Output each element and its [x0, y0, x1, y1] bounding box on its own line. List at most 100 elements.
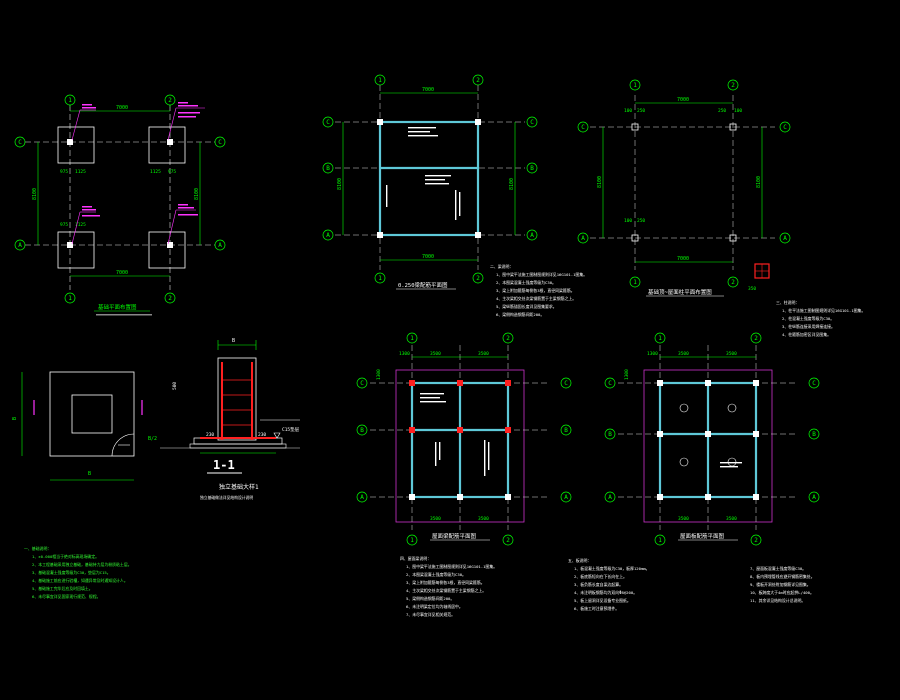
notes-column-line: 2、柱混凝土强度等级为C30。	[782, 316, 834, 321]
dim-975-a: 975	[60, 169, 68, 175]
section-dim-bc: B	[232, 338, 235, 344]
roof-slab-plan-title: 屋面板配筋平面图	[680, 532, 725, 540]
roof-beam-axis-B-left: B	[360, 427, 364, 434]
col-axis-A-right: A	[783, 235, 787, 242]
beam-axis-C-right: C	[530, 119, 534, 126]
foundation-plan-title: 基础平面布置图	[98, 303, 137, 311]
dim-1125-a: 1125	[75, 169, 86, 175]
notes-beam-line: 1、图中梁平法施工图制图规则详见16G101-1图集。	[496, 272, 587, 277]
roof-beam-axis-2-bottom: 2	[506, 537, 510, 544]
notes-column-line: 4、柱箍筋加密区详见图集。	[782, 332, 831, 337]
col-dim-100-b: 100	[734, 108, 742, 114]
roof-beam-dim-3500-bottom-b: 3500	[478, 516, 489, 522]
beam-dim-right: 8100	[509, 178, 515, 190]
notes-roof-beam-line: 6、未注明梁定位均为轴线居中。	[406, 604, 463, 609]
notes-roof-beam-line: 1、图中梁平法施工图制图规则详见16G101-1图集。	[406, 564, 497, 569]
foundation-detail-title: 独立基础大样1	[219, 483, 259, 491]
roof-beam-dim-1300-left: 1300	[376, 369, 382, 380]
notes-slab-line: 5、板上留洞详见设备专业图纸。	[574, 598, 631, 603]
beam-plan-title: 0.250梁配筋平面图	[398, 281, 448, 289]
notes-roof-beam-line: 4、主次梁相交处次梁钢筋置于主梁钢筋之上。	[406, 588, 486, 593]
beam-axis-2-top: 2	[476, 77, 480, 84]
notes-slab-line: 3、板负筋长度自梁边起算。	[574, 582, 623, 587]
roof-slab-axis-1-bottom: 1	[658, 537, 662, 544]
col-dim-250-c: 250	[637, 218, 645, 224]
beam-axis-1-bottom: 1	[378, 275, 382, 282]
beam-axis-C-left: C	[326, 119, 330, 126]
column-dim-left: 8100	[597, 176, 603, 188]
col-dim-100-c: 100	[624, 218, 632, 224]
column-dim-bottom: 7000	[677, 256, 689, 262]
beam-axis-B-left: B	[326, 165, 330, 172]
column-dim-top: 7000	[677, 97, 689, 103]
notes-slab-heading: 五、板说明：	[568, 558, 591, 563]
roof-slab-dim-3500-top-a: 3500	[678, 351, 689, 357]
beam-axis-A-left: A	[326, 232, 330, 239]
notes-general-line: 3、基础混凝土强度等级为C30，垫层为C15。	[32, 570, 111, 575]
beam-dim-top: 7000	[422, 87, 434, 93]
roof-beam-dim-3500-top-b: 3500	[478, 351, 489, 357]
dim-975-b: 975	[168, 169, 176, 175]
dim-left-8100: 8100	[32, 188, 38, 200]
roof-slab-dim-3500-bottom-b: 3500	[726, 516, 737, 522]
roof-beam-plan-panel: 1300 3500 3500 3500 3500 1300 1 2 1 2 C …	[356, 332, 572, 546]
notes-beam: 二、梁说明： 1、图中梁平法施工图制图规则详见16G101-1图集。 2、本图梁…	[490, 264, 587, 317]
notes-slab-line: 2、板底筋短向在下长向在上。	[574, 574, 627, 579]
notes-roof-beam-heading: 四、屋面梁说明：	[400, 556, 431, 561]
roof-slab-axis-2-top: 2	[754, 335, 758, 342]
notes-column-line: 1、柱平法施工图制图规则详见16G101-1图集。	[782, 308, 865, 313]
col-dim-100-a: 100	[624, 108, 632, 114]
axis-C-right: C	[218, 139, 222, 146]
col-dim-250-b: 250	[718, 108, 726, 114]
section-dim-230-a: 230	[206, 432, 214, 438]
notes-column-heading: 三、柱说明：	[776, 300, 799, 305]
column-plan-title: 基础顶~屋面柱平面布置图	[648, 288, 712, 296]
roof-beam-axis-B-right: B	[564, 427, 568, 434]
roof-slab-axis-B-right: B	[812, 431, 816, 438]
notes-general-line: 4、基础施工前应进行验槽，如遇异常及时通知设计人。	[32, 578, 128, 583]
notes-roof-beam-line: 5、梁侧构造钢筋间距200。	[406, 596, 454, 601]
roof-beam-axis-1-top: 1	[410, 335, 414, 342]
roof-slab-dim-3500-top-b: 3500	[726, 351, 737, 357]
notes-beam-line: 4、主次梁相交处次梁钢筋置于主梁钢筋之上。	[496, 296, 576, 301]
col-axis-2-top: 2	[731, 82, 735, 89]
roof-beam-axis-A-right: A	[564, 494, 568, 501]
dim-top-7000: 7000	[116, 105, 128, 111]
roof-slab-dim-3500-bottom-a: 3500	[678, 516, 689, 522]
beam-axis-2-bottom: 2	[476, 275, 480, 282]
roof-beam-dim-1300-top: 1300	[399, 351, 410, 357]
roof-slab-dim-1300-top: 1300	[647, 351, 658, 357]
section-mark: 1-1	[213, 458, 235, 472]
notes-roof-beam-line: 2、本图梁混凝土强度等级为C30。	[406, 572, 466, 577]
notes-general-line: 1、±0.000相当于绝对标高现场确定。	[32, 554, 99, 559]
notes-slab-line: 1、板混凝土强度等级为C30，板厚120mm。	[574, 566, 650, 571]
axis-2-bottom: 2	[168, 295, 172, 302]
col-dim-250-a: 250	[637, 108, 645, 114]
notes-general-heading: 一、基础说明：	[24, 546, 51, 551]
roof-beam-axis-A-left: A	[360, 494, 364, 501]
notes-general-line: 6、未尽事宜详见国家现行规范、规程。	[32, 594, 100, 599]
notes-beam-heading: 二、梁说明：	[490, 264, 513, 269]
notes-slab-line: 4、未注明板钢筋均为双向Φ8@200。	[574, 590, 637, 595]
roof-beam-dim-3500-bottom-a: 3500	[430, 516, 441, 522]
beam-dim-left: 8100	[337, 178, 343, 190]
dim-1125-c: 1125	[75, 222, 86, 228]
dim-bottom-7000: 7000	[116, 270, 128, 276]
roof-beam-axis-C-right: C	[564, 380, 568, 387]
notes-slab-right-line: 8、板内预埋管线应避开钢筋密集处。	[750, 574, 815, 579]
col-axis-C-right: C	[783, 124, 787, 131]
roof-slab-axis-B-left: B	[608, 431, 612, 438]
col-axis-C-left: C	[581, 124, 585, 131]
dim-1125-b: 1125	[150, 169, 161, 175]
roof-beam-axis-1-bottom: 1	[410, 537, 414, 544]
notes-beam-line: 3、梁上附加箍筋每侧各3根，直径同梁箍筋。	[496, 288, 575, 293]
col-axis-1-bottom: 1	[633, 279, 637, 286]
beam-axis-A-right: A	[530, 232, 534, 239]
section-dim-500: 500	[172, 382, 178, 390]
axis-1-bottom: 1	[68, 295, 72, 302]
section-dim-230-b: 230	[258, 432, 266, 438]
notes-column: 三、柱说明： 1、柱平法施工图制图规则详见16G101-1图集。 2、柱混凝土强…	[776, 300, 865, 337]
foundation-plan-panel: 7000 7000 8100 8100 975 1125 1125 975 97…	[14, 94, 226, 316]
notes-beam-line: 5、梁纵筋锚固长度详见图集要求。	[496, 304, 557, 309]
